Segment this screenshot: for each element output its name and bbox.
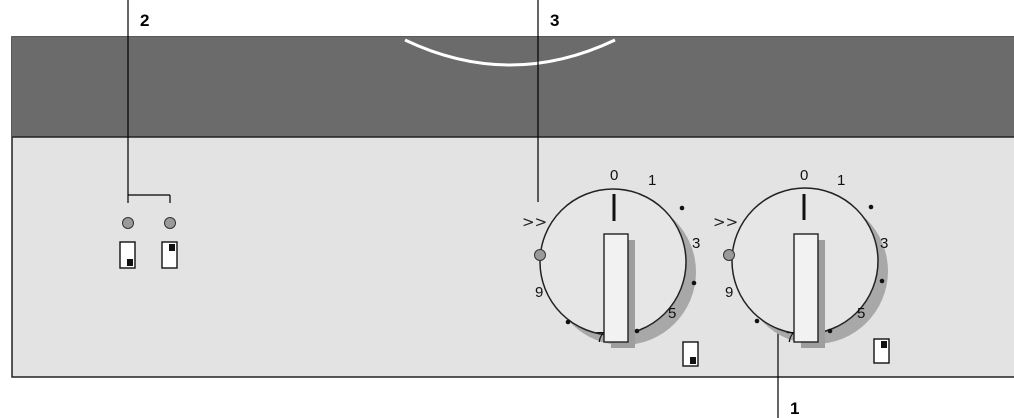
- zone-front-icon: [119, 241, 136, 269]
- callout-label-2: 2: [140, 11, 149, 30]
- scale-label-1: 1: [837, 172, 845, 189]
- appliance-body: [11, 36, 1014, 378]
- indicator-lights: [119, 217, 178, 269]
- scale-dot: [679, 205, 685, 211]
- scale-dot: [868, 204, 874, 210]
- zone-rear-icon: [873, 338, 890, 364]
- scale-dot: [634, 328, 640, 334]
- scale-label-9: 9: [725, 284, 733, 301]
- ceramic-top-strip: [12, 37, 1014, 137]
- scale-dot: [691, 280, 697, 286]
- knob-grip[interactable]: [603, 233, 629, 343]
- indicator-light-rear: [164, 217, 176, 229]
- cooking-zone-outline: [404, 38, 616, 67]
- scale-dot: [565, 319, 571, 325]
- boost-chevron-label: >>: [522, 213, 547, 231]
- scale-label-5: 5: [857, 305, 865, 322]
- scale-label-9: 9: [535, 284, 543, 301]
- indicator-light-front: [122, 217, 134, 229]
- indicator-light-knob-front: [534, 249, 546, 261]
- indicator-light-knob-rear: [723, 249, 735, 261]
- scale-dot: [879, 278, 885, 284]
- scale-label-0: 0: [800, 167, 808, 184]
- zone-rear-icon: [161, 241, 178, 269]
- scale-label-7: 7: [596, 329, 604, 346]
- knob-grip[interactable]: [793, 233, 819, 343]
- scale-label-0: 0: [610, 167, 618, 184]
- scale-label-1: 1: [648, 172, 656, 189]
- zone-front-icon: [682, 341, 699, 367]
- callout-label-1: 1: [790, 399, 799, 418]
- control-knob-rear-zone[interactable]: >> 0 1 3 5 7 9: [713, 167, 890, 364]
- scale-dot: [754, 318, 760, 324]
- scale-label-3: 3: [880, 235, 888, 252]
- scale-label-7: 7: [786, 329, 794, 346]
- boost-chevron-label: >>: [713, 213, 738, 231]
- control-knob-front-zone[interactable]: >> 0 1 3 5 7 9: [522, 167, 700, 367]
- scale-dot: [827, 328, 833, 334]
- callout-label-3: 3: [550, 11, 559, 30]
- scale-label-3: 3: [692, 235, 700, 252]
- scale-label-5: 5: [668, 305, 676, 322]
